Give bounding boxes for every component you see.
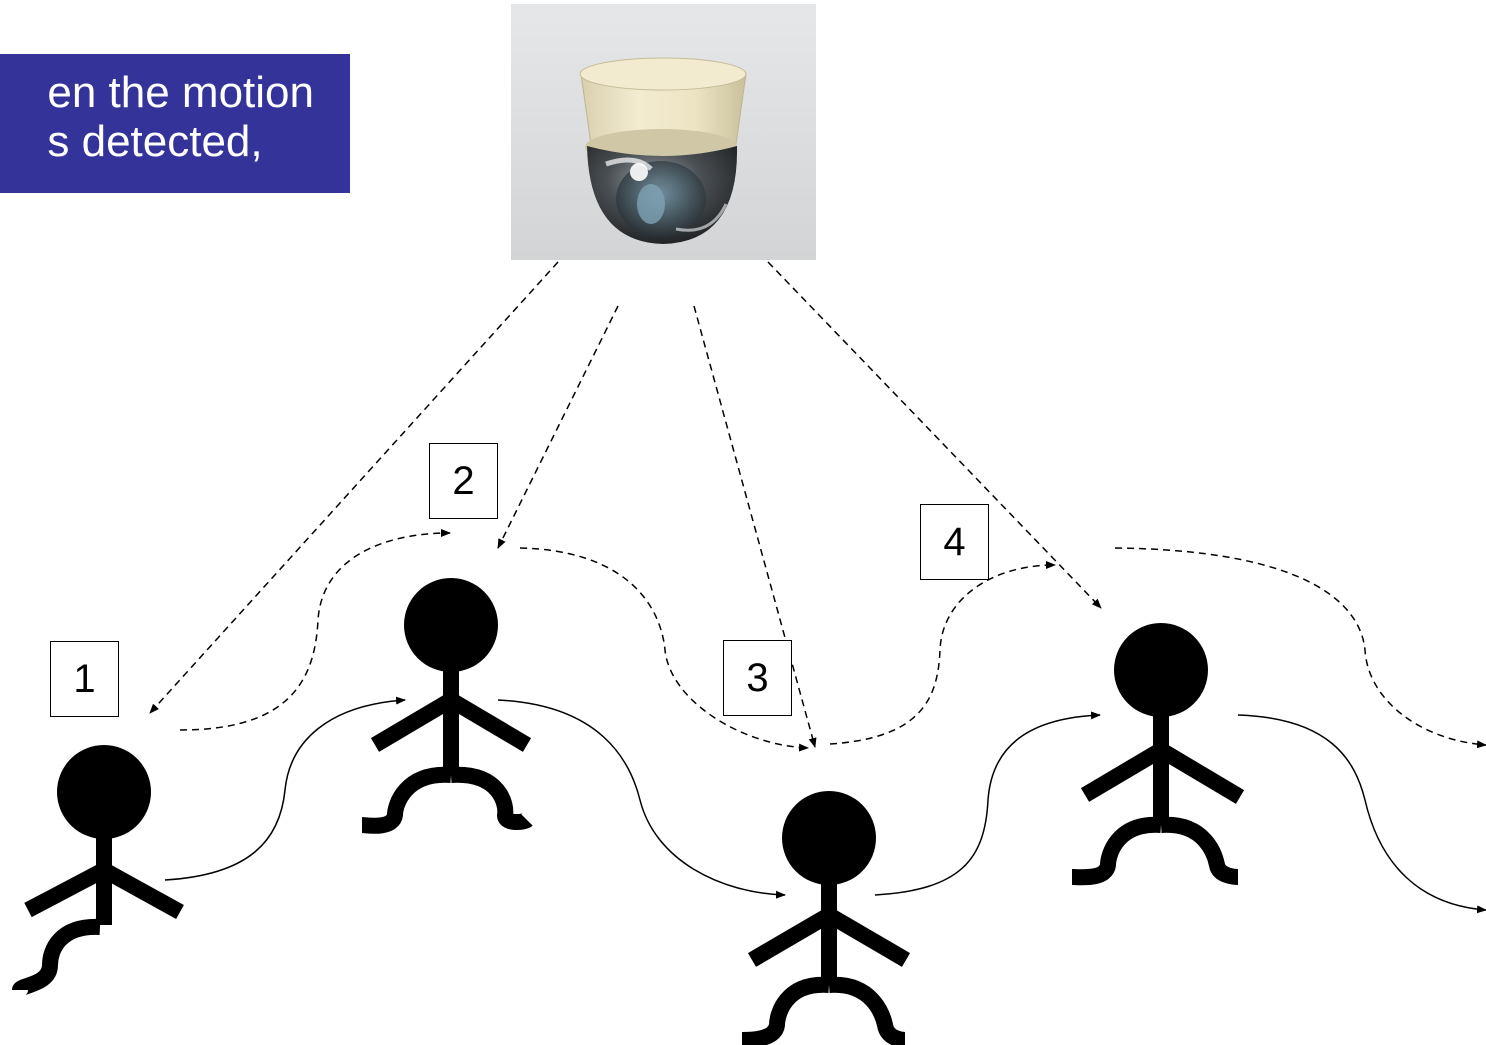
dome-camera-icon: [511, 4, 816, 260]
tracking-path: [179, 529, 1486, 752]
callout-line-1: en the motion: [47, 68, 314, 117]
stick-figure-icon: [57, 745, 151, 839]
view-line-2: [497, 305, 619, 549]
callout-text: en the motion s detected,: [47, 68, 314, 166]
view-line-1: [149, 261, 559, 714]
step-label-2: 2: [429, 443, 498, 519]
tracking-path-3: [829, 561, 1056, 745]
callout-line-2: s detected,: [47, 117, 263, 166]
camera-view-lines: [149, 261, 1102, 748]
walking-path: [164, 696, 1486, 914]
figure-2: [361, 578, 533, 834]
step-number: 4: [943, 519, 966, 564]
stick-figure-icon: [404, 578, 498, 672]
step-label-4: 4: [920, 504, 989, 580]
walking-path-2: [497, 699, 786, 899]
step-number: 2: [452, 458, 475, 503]
step-label-1: 1: [50, 641, 119, 717]
walking-path-4: [1237, 714, 1486, 914]
stick-figure-icon: [1114, 623, 1208, 717]
figure-1: [12, 745, 184, 998]
tracking-path-2: [519, 547, 809, 752]
callout-box: en the motion s detected,: [0, 54, 350, 193]
step-number: 1: [73, 656, 96, 701]
walking-path-3: [874, 711, 1101, 896]
figure-4: [1071, 623, 1245, 886]
view-line-3: [693, 305, 817, 748]
step-label-3: 3: [723, 640, 792, 716]
tracking-path-1: [179, 529, 451, 731]
walking-path-1: [164, 696, 406, 881]
figure-3: [741, 791, 911, 1045]
step-number: 3: [746, 655, 769, 700]
stick-figure-icon: [782, 791, 876, 885]
tracking-path-4: [1114, 547, 1486, 749]
view-line-4: [767, 261, 1102, 609]
